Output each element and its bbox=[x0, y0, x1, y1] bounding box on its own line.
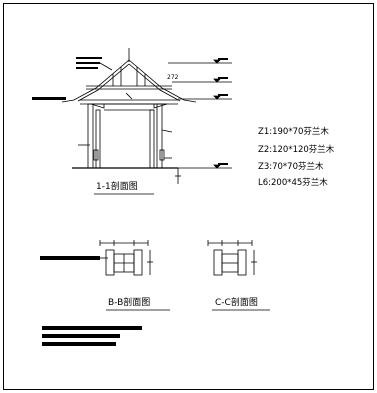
spec-z2: Z2:120*120芬兰木 bbox=[258, 145, 335, 155]
section-1-1-title: 1-1剖面图 bbox=[96, 182, 138, 192]
notes-block bbox=[42, 326, 142, 346]
spec-z3: Z3:70*70芬兰木 bbox=[258, 162, 324, 172]
section-1-1-drawing bbox=[61, 48, 197, 169]
section-b-b-title: B-B剖面图 bbox=[108, 298, 151, 308]
dim-272: 272 bbox=[167, 74, 179, 81]
spec-z1: Z1:190*70芬兰木 bbox=[258, 127, 329, 137]
section-1-1-leaders bbox=[32, 57, 232, 184]
section-b-b-drawing bbox=[40, 240, 153, 276]
section-c-c-drawing bbox=[207, 240, 257, 276]
section-c-c-title: C-C剖面图 bbox=[215, 298, 258, 308]
spec-l6: L6:200*45芬兰木 bbox=[258, 178, 328, 188]
sheet-border bbox=[3, 3, 374, 390]
